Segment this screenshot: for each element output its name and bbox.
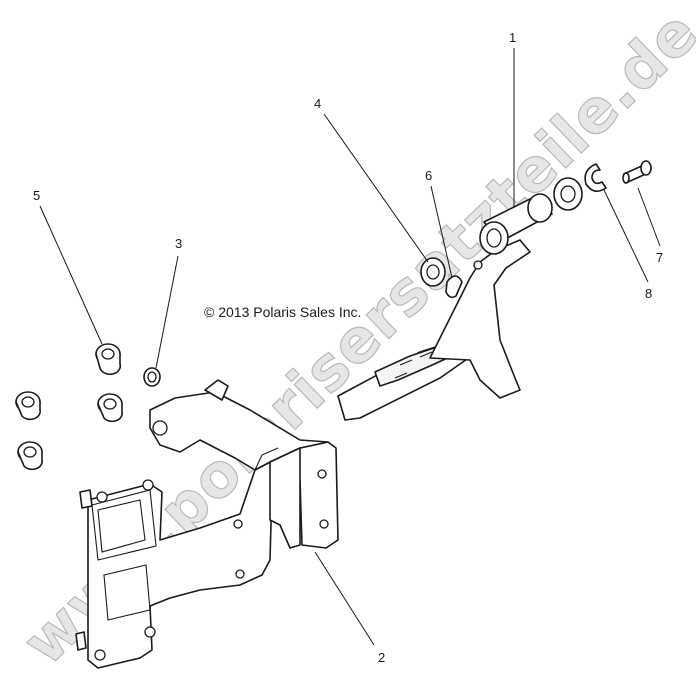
pivot-bushing (553, 177, 583, 211)
leader-4 (323, 113, 429, 263)
leader-5 (39, 205, 103, 345)
callout-7: 7 (656, 250, 663, 265)
callout-labels: 1 2 3 4 5 6 7 8 (33, 30, 663, 665)
copyright-notice: © 2013 Polaris Sales Inc. (204, 304, 361, 320)
callout-1: 1 (509, 30, 516, 45)
callout-8: 8 (645, 286, 652, 301)
retaining-clip (143, 367, 161, 387)
leader-8 (603, 189, 649, 283)
leader-3 (155, 255, 179, 369)
leader-lines (39, 48, 661, 646)
bushing-group (15, 343, 123, 471)
pedal-mount-bracket (75, 379, 339, 669)
e-clip (584, 163, 607, 192)
bushing (17, 441, 43, 471)
leader-7 (637, 187, 661, 247)
clevis-pin (622, 160, 652, 184)
callout-6: 6 (425, 168, 432, 183)
bushing (97, 393, 123, 423)
brake-pedal (337, 193, 553, 421)
callout-4: 4 (314, 96, 321, 111)
callout-3: 3 (175, 236, 182, 251)
leader-6 (430, 185, 453, 279)
bushing (15, 391, 41, 421)
bushing (95, 343, 122, 375)
callout-5: 5 (33, 188, 40, 203)
cotter-pin (445, 275, 463, 299)
callout-2: 2 (378, 650, 385, 665)
washer (420, 257, 446, 287)
leader-2 (314, 551, 375, 646)
